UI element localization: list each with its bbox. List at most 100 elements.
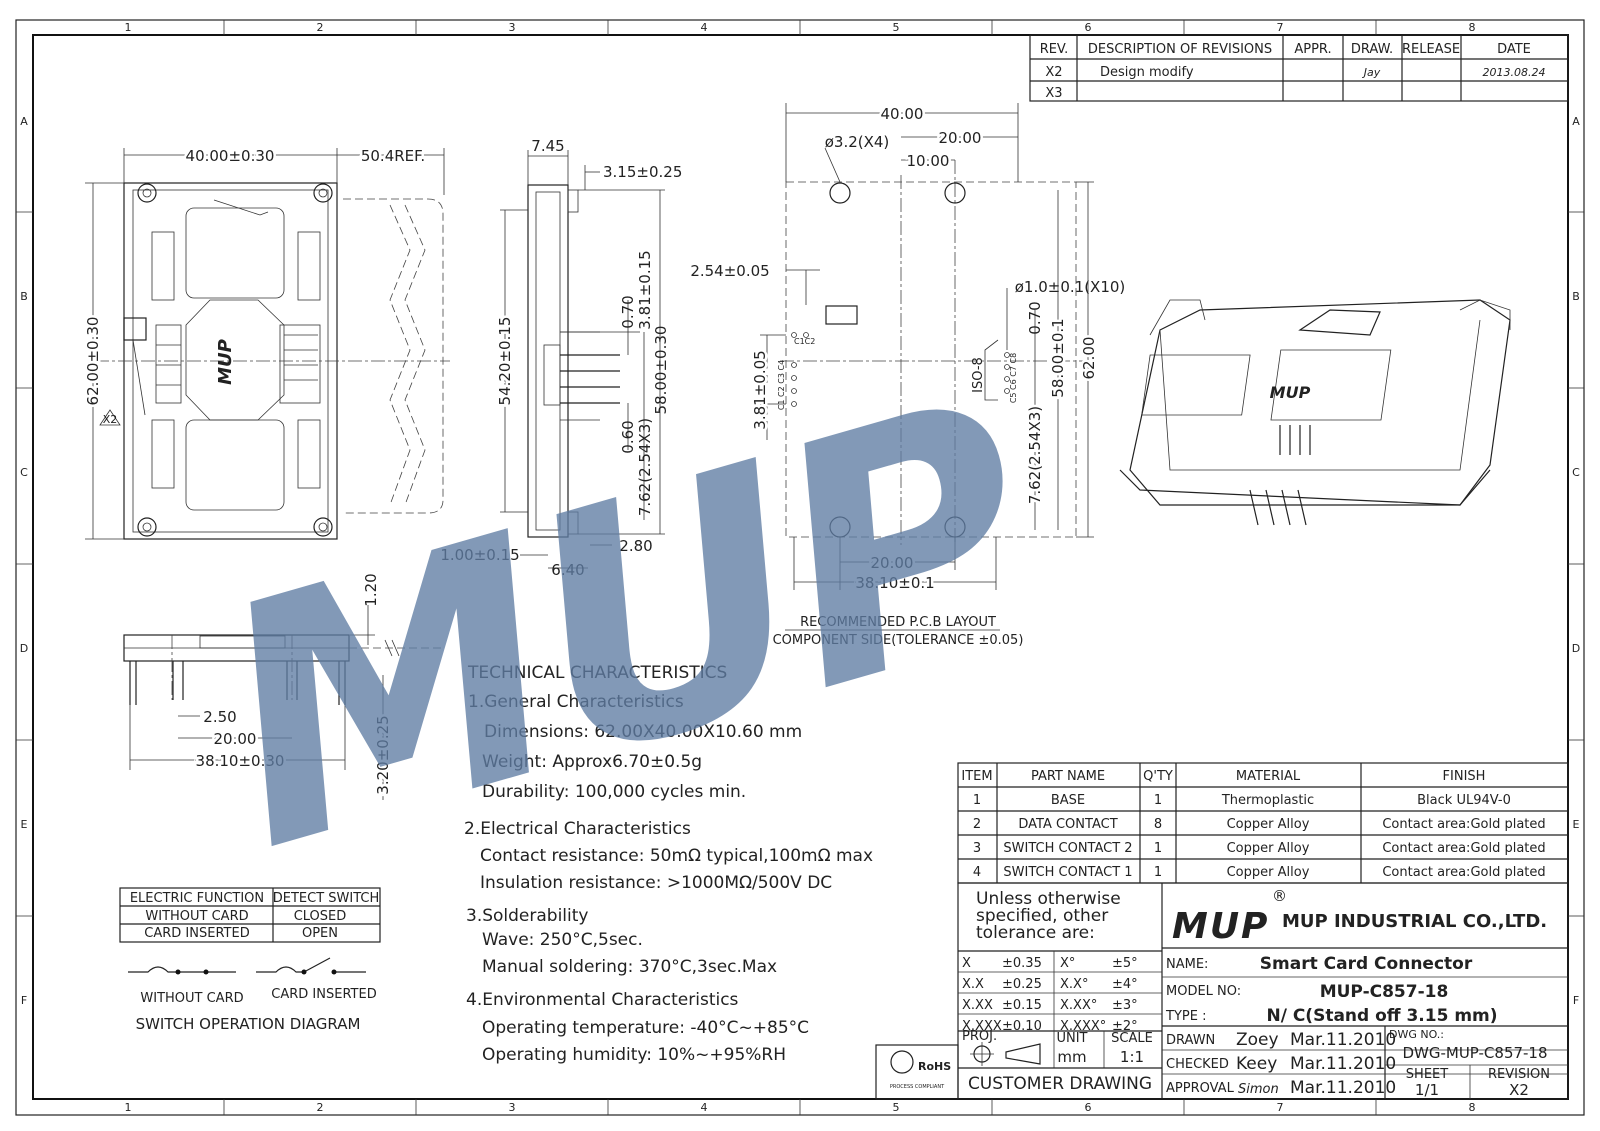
column-label: 3 [509,1101,516,1114]
row-label: F [1573,994,1579,1007]
pcb-pin-b: C1 C2 C3 C4 [777,360,786,410]
proj-label: PROJ. [962,1029,997,1044]
side-dim-762: 7.62(2.54X3) [636,418,654,516]
revision-label: REVISION [1488,1067,1550,1082]
tol-note-3: tolerance are: [976,923,1095,943]
tech-line-11: 4.Environmental Characteristics [466,990,739,1010]
revision-value: X2 [1509,1081,1529,1099]
pcb-caption-2: COMPONENT SIDE(TOLERANCE ±0.05) [773,633,1024,648]
bottom-dim-320: 3.20±0.25 [374,715,392,794]
rev-header-appr: APPR. [1294,42,1331,57]
dwg-number: DWG-MUP-C857-18 [1402,1044,1547,1062]
tolerance-cell: X.XXX [962,1019,1002,1034]
bottom-view: 1.20 2.50 20.00 38.10±0.30 3.20±0.25 [123,573,445,800]
side-dim-54: 54.20±0.15 [496,317,514,406]
side-view: 54.20±0.15 7.45 3.15±0.25 0.70 3.81±0.15… [440,137,682,579]
switch-header-2: DETECT SWITCH [273,891,380,906]
front-view: MUP 40.00±0.30 50.4REF. 62.00±0.30 X2 [82,145,450,540]
pcb-dim-40: 40.00 [881,105,924,123]
side-dim-745: 7.45 [531,137,564,155]
tolerance-cell: X.XXX° [1060,1019,1106,1034]
part-name: Smart Card Connector [1260,954,1473,974]
pcb-pin-c: C5 C6 C7 C8 [1009,353,1018,403]
model-number: MUP-C857-18 [1320,982,1449,1002]
column-label: 1 [125,1101,132,1114]
registered-mark: ® [1272,887,1287,905]
bom-cell: Contact area:Gold plated [1382,817,1545,832]
rev-header-rev: REV. [1040,42,1069,57]
tol-note-2: specified, other [976,906,1108,926]
bom-cell: BASE [1051,793,1085,808]
bom-header: MATERIAL [1236,769,1301,784]
approval-label: APPROVAL [1166,1081,1235,1096]
tech-title: TECHNICAL CHARACTERISTICS [467,663,727,683]
revision-table: REV. DESCRIPTION OF REVISIONS APPR. DRAW… [1029,34,1569,102]
drawn-by: Zoey [1236,1030,1279,1050]
approval-date: Mar.11.2010 [1290,1078,1396,1098]
bom-header: Q'TY [1143,769,1173,784]
column-label: 6 [1085,1101,1092,1114]
side-dim-58: 58.00±0.30 [652,326,670,415]
tech-line-3: Weight: Approx6.70±0.5g [482,752,702,772]
side-dim-100: 1.00±0.15 [440,546,519,564]
row-label: A [20,115,28,128]
rev-header-desc: DESCRIPTION OF REVISIONS [1088,42,1272,57]
column-label: 7 [1277,21,1284,34]
sheet-label: SHEET [1406,1067,1448,1082]
bom-cell: 1 [1154,865,1162,880]
dwg-label: DWG NO.: [1389,1028,1444,1041]
tol-note-1: Unless otherwise [976,889,1121,909]
iso-logo: MUP [1270,383,1311,402]
model-label: MODEL NO: [1166,984,1241,999]
row-label: D [20,642,28,655]
tolerance-cell: ±0.35 [1002,956,1042,971]
tolerance-cell: X.XX° [1060,998,1097,1013]
approval-by: Simon [1238,1082,1279,1097]
column-label: 4 [701,21,708,34]
bom-cell: Copper Alloy [1227,841,1310,856]
rev-header-date: DATE [1497,42,1531,57]
name-label: NAME: [1166,957,1208,972]
scale-label: SCALE [1111,1031,1153,1046]
row-label: F [21,994,27,1007]
bottom-dim-250: 2.50 [203,708,236,726]
bom-cell: 4 [973,865,981,880]
company-logo: MUP [1172,906,1269,947]
row-label: D [1572,642,1580,655]
bom-cell: Contact area:Gold plated [1382,841,1545,856]
bom-cell: Copper Alloy [1227,865,1310,880]
bottom-dim-120: 1.20 [362,573,380,606]
pcb-dim-254: 2.54±0.05 [690,262,769,280]
side-dim-640: 6.40 [551,561,584,579]
pcb-dim-20: 20.00 [939,129,982,147]
title-block: Unless otherwise specified, other tolera… [875,882,1569,1100]
column-label: 4 [701,1101,708,1114]
bom-cell: 8 [1154,817,1162,832]
pcb-dim-381: 3.81±0.05 [751,350,769,429]
row-label: E [1573,818,1580,831]
bom-cell: Copper Alloy [1227,817,1310,832]
inner-frame [32,34,1569,1100]
part-logo: MUP [215,339,236,385]
bom-cell: 1 [1154,841,1162,856]
side-dim-280: 2.80 [619,537,652,555]
side-dim-070: 0.70 [619,295,637,328]
tolerance-cell: ±0.25 [1002,977,1042,992]
rohs-label: RoHS [918,1060,951,1073]
checked-date: Mar.11.2010 [1290,1054,1396,1074]
pcb-layout: 40.00 ø3.2(X4) 20.00 10.00 2.54±0.05 C1C… [690,103,1125,649]
row-label: C [1572,466,1580,479]
column-label: 2 [317,21,324,34]
switch-table: ELECTRIC FUNCTION DETECT SWITCH WITHOUT … [119,887,381,1033]
rev-header-release: RELEASE [1402,42,1460,57]
unit-label: UNIT [1056,1031,1087,1046]
unit-value: mm [1057,1048,1086,1066]
switch-header-1: ELECTRIC FUNCTION [130,891,264,906]
rev-row1-desc: Design modify [1100,65,1194,80]
side-dim-381: 3.81±0.15 [636,250,654,329]
checked-label: CHECKED [1166,1057,1229,1072]
pcb-dim-762: 7.62(2.54X3) [1026,406,1044,504]
bom-cell: Contact area:Gold plated [1382,865,1545,880]
pcb-dim-58: 58.00±0.1 [1049,318,1067,397]
